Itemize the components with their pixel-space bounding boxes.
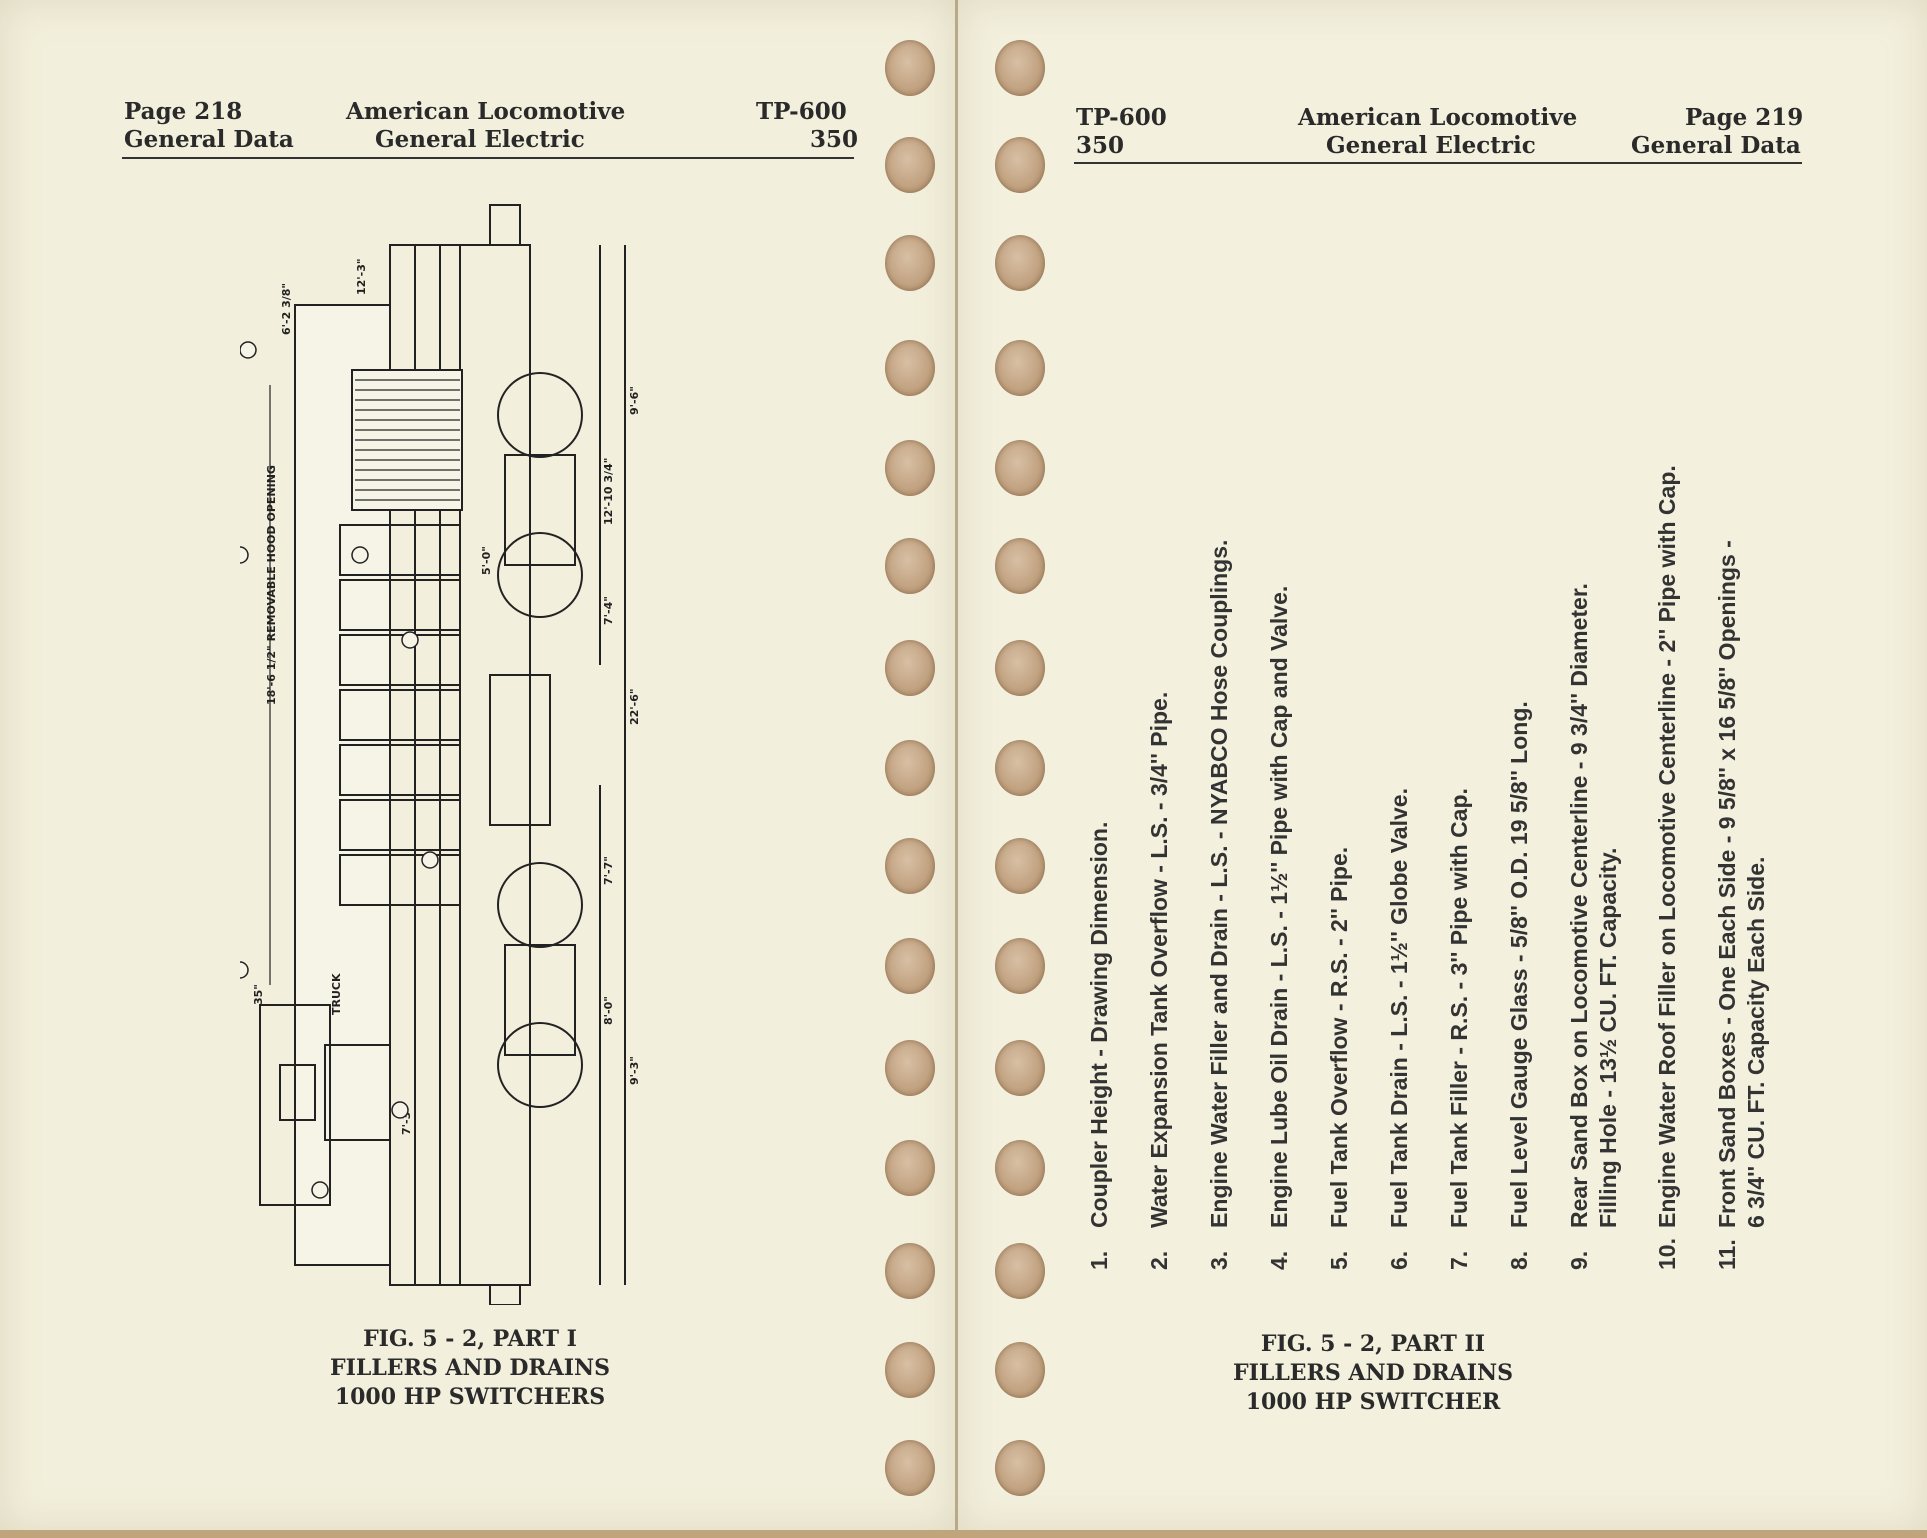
label-5-0: 5'-0" bbox=[480, 546, 493, 575]
binder-hole bbox=[995, 1140, 1045, 1196]
callout-10 bbox=[240, 546, 249, 564]
label-22-6: 22'-6" bbox=[628, 688, 641, 725]
binder-hole bbox=[885, 740, 935, 796]
binder-hole bbox=[885, 235, 935, 291]
desk-edge bbox=[0, 1530, 1927, 1538]
binder-hole bbox=[995, 235, 1045, 291]
binder-hole bbox=[995, 538, 1045, 594]
page-number: Page 219 bbox=[1685, 104, 1804, 131]
company-line1: American Locomotive bbox=[1298, 104, 1578, 131]
label-9-6: 9'-6" bbox=[628, 386, 641, 415]
callout-9 bbox=[240, 961, 249, 979]
locomotive-drawing: 18'-6 1/2" REMOVABLE HOOD OPENING 22'-6"… bbox=[240, 204, 641, 1305]
label-removable-hood: 18'-6 1/2" REMOVABLE HOOD OPENING bbox=[265, 465, 278, 705]
binder-hole bbox=[885, 340, 935, 396]
binder-hole bbox=[995, 440, 1045, 496]
binder-hole bbox=[885, 838, 935, 894]
callout-11 bbox=[240, 341, 257, 359]
label-9-3: 9'-3" bbox=[628, 1056, 641, 1085]
figure-caption-right: FIG. 5 - 2, PART II FILLERS AND DRAINS 1… bbox=[1203, 1330, 1543, 1417]
caption-line3: 1000 HP SWITCHERS bbox=[334, 1384, 606, 1410]
list-item: 1.Coupler Height - Drawing Dimension. bbox=[1086, 821, 1112, 1270]
list-item: 9.Rear Sand Box on Locomotive Centerline… bbox=[1566, 583, 1621, 1270]
binder-hole bbox=[885, 640, 935, 696]
binder-hole bbox=[995, 1040, 1045, 1096]
caption-line1: FIG. 5 - 2, PART I bbox=[363, 1326, 577, 1352]
binder-hole bbox=[885, 40, 935, 96]
callout-2 bbox=[351, 546, 369, 564]
label-35: 35" bbox=[252, 984, 265, 1005]
list-item: 11.Front Sand Boxes - One Each Side - 9 … bbox=[1714, 540, 1769, 1270]
binder-hole bbox=[995, 938, 1045, 994]
list-item: 2.Water Expansion Tank Overflow - L.S. -… bbox=[1146, 691, 1172, 1270]
list-item: 3.Engine Water Filler and Drain - L.S. -… bbox=[1206, 539, 1232, 1270]
binder-hole bbox=[995, 838, 1045, 894]
caption-line2: FILLERS AND DRAINS bbox=[1232, 1360, 1514, 1386]
callout-3 bbox=[401, 631, 419, 649]
company-line2: General Electric bbox=[1326, 132, 1536, 159]
binder-hole bbox=[995, 1243, 1045, 1299]
header-rule bbox=[1074, 162, 1802, 164]
binder-hole bbox=[995, 1440, 1045, 1496]
callout-7 bbox=[311, 1181, 329, 1199]
doc-code: TP-600 bbox=[1076, 104, 1167, 131]
binder-hole bbox=[995, 640, 1045, 696]
left-page: Page 218 General Data American Locomotiv… bbox=[0, 0, 955, 1530]
company-line1: American Locomotive bbox=[346, 98, 626, 125]
list-item: 4.Engine Lube Oil Drain - L.S. - 1½'' Pi… bbox=[1266, 585, 1292, 1270]
label-7-4: 7'-4" bbox=[602, 596, 615, 625]
label-12-10: 12'-10 3/4" bbox=[602, 458, 615, 525]
label-12-3: 12'-3" bbox=[355, 258, 368, 295]
caption-line1: FIG. 5 - 2, PART II bbox=[1260, 1331, 1486, 1357]
list-item: 7.Fuel Tank Filler - R.S. - 3'' Pipe wit… bbox=[1446, 788, 1472, 1270]
page-number: Page 218 bbox=[124, 98, 243, 125]
binder-hole bbox=[885, 137, 935, 193]
binder-hole bbox=[885, 1243, 935, 1299]
label-8-0: 8'-0" bbox=[602, 996, 615, 1025]
list-item: 10.Engine Water Roof Filler on Locomotiv… bbox=[1654, 465, 1680, 1270]
doc-code: TP-600 bbox=[756, 98, 847, 125]
list-item: 6.Fuel Tank Drain - L.S. - 1½'' Globe Va… bbox=[1386, 788, 1412, 1270]
binder-hole bbox=[995, 340, 1045, 396]
company-line2: General Electric bbox=[375, 126, 585, 153]
figure-caption-left: FIG. 5 - 2, PART I FILLERS AND DRAINS 10… bbox=[300, 1325, 640, 1412]
label-7-7: 7'-7" bbox=[602, 856, 615, 885]
binder-hole bbox=[995, 40, 1045, 96]
list-item: 8.Fuel Level Gauge Glass - 5/8'' O.D. 19… bbox=[1506, 701, 1532, 1270]
doc-sub: 350 bbox=[1076, 132, 1125, 159]
doc-sub: 350 bbox=[810, 126, 859, 153]
label-truck: TRUCK bbox=[330, 973, 343, 1015]
header-rule bbox=[122, 157, 854, 159]
caption-line3: 1000 HP SWITCHER bbox=[1245, 1389, 1501, 1415]
binder-hole bbox=[885, 1140, 935, 1196]
fillers-drains-list: 1.Coupler Height - Drawing Dimension. 2.… bbox=[1085, 250, 1805, 1270]
callout-6 bbox=[391, 1101, 409, 1119]
right-page: TP-600 350 American Locomotive General E… bbox=[958, 0, 1927, 1530]
label-6-2: 6'-2 3/8" bbox=[280, 283, 293, 335]
callout-5 bbox=[421, 851, 439, 869]
page-spine bbox=[955, 0, 958, 1530]
binder-hole bbox=[995, 1342, 1045, 1398]
binder-hole bbox=[995, 740, 1045, 796]
section-title: General Data bbox=[124, 126, 294, 153]
list-item: 5.Fuel Tank Overflow - R.S. - 2'' Pipe. bbox=[1326, 846, 1352, 1270]
binder-hole bbox=[885, 1342, 935, 1398]
binder-hole bbox=[995, 137, 1045, 193]
caption-line2: FILLERS AND DRAINS bbox=[329, 1355, 611, 1381]
binder-hole bbox=[885, 538, 935, 594]
section-title: General Data bbox=[1631, 132, 1801, 159]
binder-hole bbox=[885, 1040, 935, 1096]
binder-hole bbox=[885, 938, 935, 994]
binder-hole bbox=[885, 440, 935, 496]
binder-hole bbox=[885, 1440, 935, 1496]
